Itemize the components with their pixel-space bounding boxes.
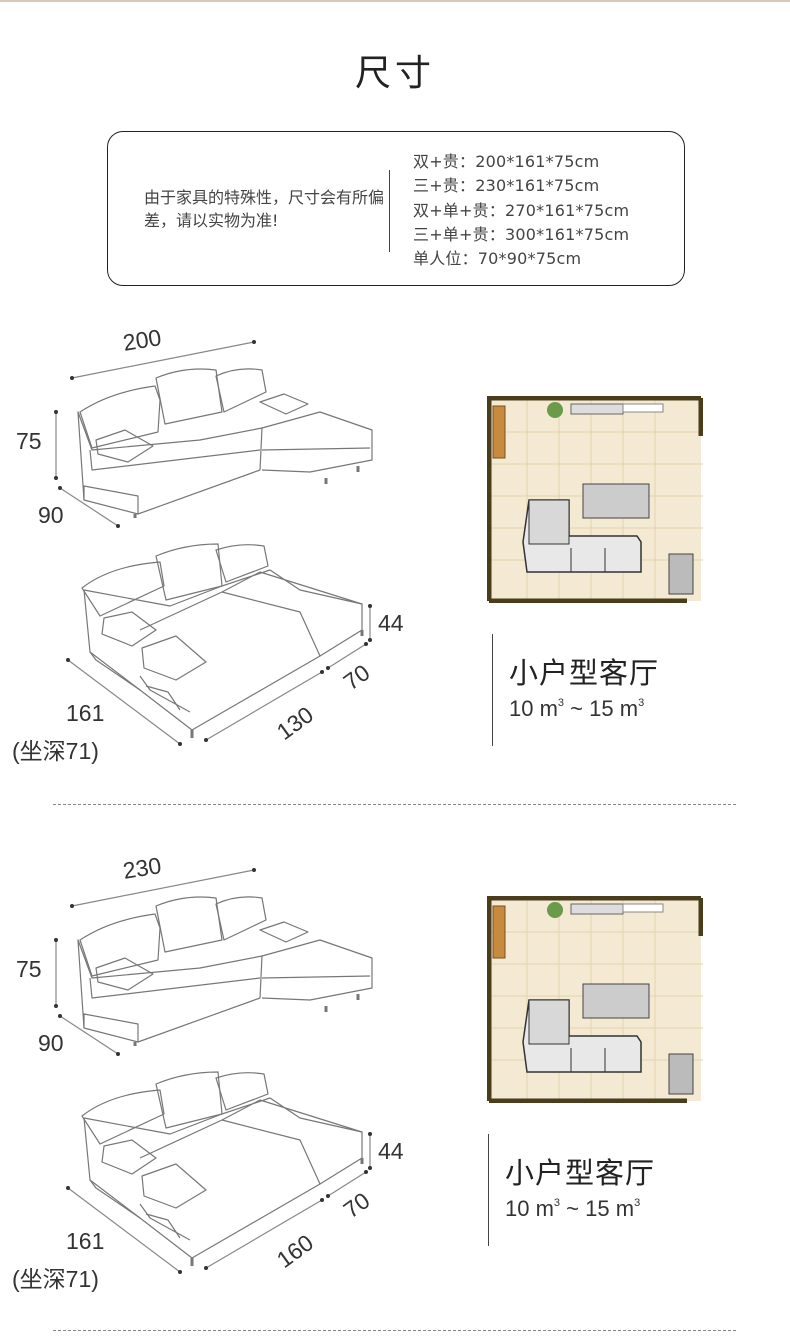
section-divider xyxy=(53,1330,736,1331)
bed-height-label: 44 xyxy=(378,610,404,636)
floor-plan xyxy=(487,896,703,1103)
size-section-2: 230 75 90 44 70 160 161 (坐深71) 小户型客厅 10 xyxy=(0,828,790,1328)
section-divider xyxy=(53,804,736,805)
floor-plan xyxy=(487,396,703,603)
room-title: 小户型客厅 xyxy=(505,1156,656,1190)
height-label: 75 xyxy=(16,428,42,454)
sofa-illustration xyxy=(54,340,373,746)
seat-depth-label: (坐深71) xyxy=(12,1266,99,1292)
height-label: 75 xyxy=(16,956,42,982)
room-info: 小户型客厅 10 m3 ~ 15 m3 xyxy=(492,634,658,746)
size-item: 双+贵：200*161*75cm xyxy=(413,152,600,171)
size-item: 双+单+贵：270*161*75cm xyxy=(413,200,630,220)
room-title: 小户型客厅 xyxy=(509,656,660,690)
bed-depth-label: 161 xyxy=(66,1228,105,1254)
top-rule xyxy=(0,0,790,2)
size-list: 双+贵：200*161*75cm 三+贵：230*161*75cm 双+单+贵：… xyxy=(413,150,629,271)
disclaimer-text: 由于家具的特殊性，尺寸会有所偏差，请以实物为准! xyxy=(144,188,385,230)
size-section-1: 200 75 90 44 70 130 161 (坐深71) 小户型客厅 10 xyxy=(0,300,790,800)
size-item: 单人位：70*90*75cm xyxy=(413,249,582,269)
depth-label: 90 xyxy=(38,1030,64,1056)
seat-depth-label: (坐深71) xyxy=(12,738,99,764)
size-item: 三+单+贵：300*161*75cm xyxy=(413,224,630,244)
size-note-box: 由于家具的特殊性，尺寸会有所偏差，请以实物为准! 双+贵：200*161*75c… xyxy=(107,131,685,286)
bed-height-label: 44 xyxy=(378,1138,404,1164)
page-title: 尺寸 xyxy=(354,53,435,94)
bed-depth-label: 161 xyxy=(66,700,105,726)
depth-label: 90 xyxy=(38,502,64,528)
plant-icon xyxy=(547,902,563,918)
room-info: 小户型客厅 10 m3 ~ 15 m3 xyxy=(488,1134,654,1246)
note-divider xyxy=(389,170,390,252)
sofa-illustration xyxy=(54,868,373,1274)
plant-icon xyxy=(547,402,563,418)
room-area: 10 m3 ~ 15 m3 xyxy=(509,696,645,721)
room-area: 10 m3 ~ 15 m3 xyxy=(505,1196,641,1221)
size-item: 三+贵：230*161*75cm xyxy=(413,176,600,196)
